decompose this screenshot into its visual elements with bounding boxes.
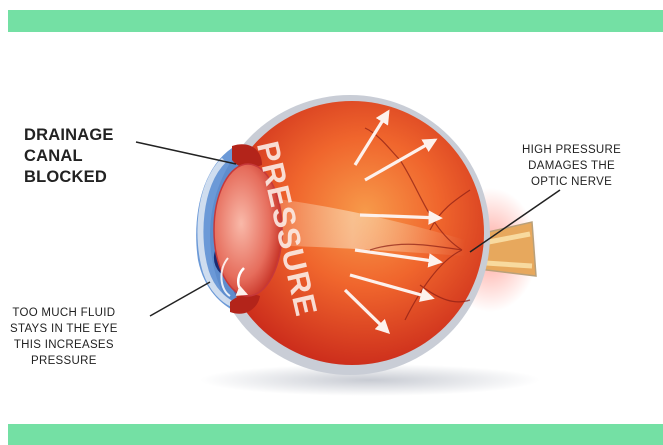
fluid-label: TOO MUCH FLUID STAYS IN THE EYE THIS INC… — [10, 305, 118, 369]
fluid-label-line: THIS INCREASES — [10, 337, 118, 353]
optic-label-line: DAMAGES THE — [522, 158, 621, 174]
optic-label: HIGH PRESSURE DAMAGES THE OPTIC NERVE — [522, 142, 621, 190]
drainage-label-line: CANAL — [24, 146, 114, 167]
drainage-label-line: BLOCKED — [24, 167, 114, 188]
bottom-banner — [8, 424, 663, 445]
optic-label-line: HIGH PRESSURE — [522, 142, 621, 158]
leader-fluid — [150, 282, 210, 316]
fluid-label-line: PRESSURE — [10, 353, 118, 369]
optic-label-line: OPTIC NERVE — [522, 174, 621, 190]
fluid-label-line: STAYS IN THE EYE — [10, 321, 118, 337]
drainage-label-line: DRAINAGE — [24, 125, 114, 146]
drainage-label: DRAINAGE CANAL BLOCKED — [24, 125, 114, 188]
fluid-label-line: TOO MUCH FLUID — [10, 305, 118, 321]
leader-drainage — [136, 142, 236, 164]
